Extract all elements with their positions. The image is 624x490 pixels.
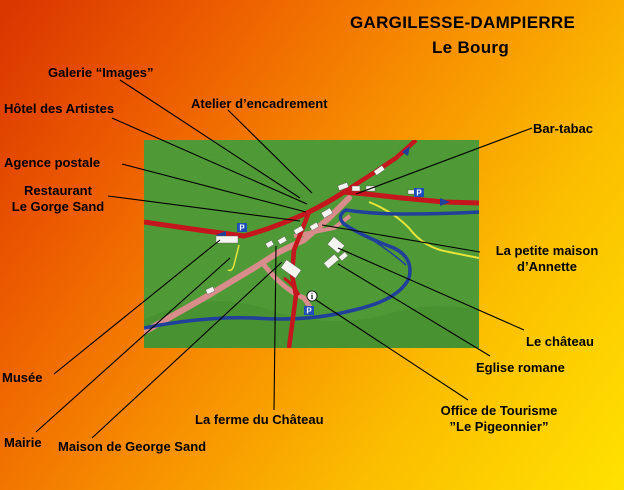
- svg-text:P: P: [306, 307, 312, 316]
- road-arrow-east: [440, 198, 450, 206]
- label-office-de-tourisme: Office de Tourisme ”Le Pigeonnier”: [420, 403, 578, 435]
- road-main: [144, 189, 479, 239]
- parking-sign-2: P: [414, 188, 424, 198]
- footpath-west: [227, 244, 240, 272]
- page-title: GARGILESSE-DAMPIERRE: [350, 13, 576, 32]
- road-loop: [283, 276, 301, 296]
- road-north: [342, 140, 418, 194]
- label-agence-postale: Agence postale: [4, 155, 101, 170]
- label-office-line2: ”Le Pigeonnier”: [449, 419, 549, 434]
- label-petite-maison: La petite maison d’Annette: [483, 243, 611, 275]
- label-restaurant-line1: Restaurant: [24, 183, 92, 198]
- label-eglise-romane: Eglise romane: [476, 360, 565, 375]
- label-atelier-encadrement: Atelier d’encadrement: [191, 96, 328, 111]
- label-restaurant: Restaurant Le Gorge Sand: [2, 183, 114, 215]
- label-galerie-images: Galerie “Images”: [48, 65, 154, 80]
- river-branch: [358, 231, 407, 266]
- label-office-line1: Office de Tourisme: [440, 403, 558, 418]
- page-subtitle: Le Bourg: [432, 38, 510, 57]
- parking-sign-1: P: [237, 223, 247, 233]
- label-mairie: Mairie: [4, 435, 42, 450]
- label-hotel-des-artistes: Hôtel des Artistes: [4, 101, 115, 116]
- label-restaurant-line2: Le Gorge Sand: [11, 199, 105, 214]
- map-drawing: P P P i: [144, 140, 479, 348]
- info-icon: i: [306, 290, 318, 302]
- svg-text:P: P: [239, 224, 245, 233]
- village-map[interactable]: P P P i: [144, 140, 479, 348]
- label-ferme-du-chateau: La ferme du Château: [195, 412, 324, 427]
- label-le-chateau: Le château: [526, 334, 594, 349]
- label-maison-george-sand: Maison de George Sand: [58, 439, 207, 454]
- label-petite-maison-line1: La petite maison: [495, 243, 599, 258]
- svg-text:i: i: [311, 292, 314, 301]
- label-bar-tabac: Bar-tabac: [533, 121, 593, 136]
- label-petite-maison-line2: d’Annette: [517, 259, 577, 274]
- parking-sign-3: P: [304, 306, 314, 316]
- svg-text:P: P: [416, 189, 422, 198]
- label-musee: Musée: [2, 370, 43, 385]
